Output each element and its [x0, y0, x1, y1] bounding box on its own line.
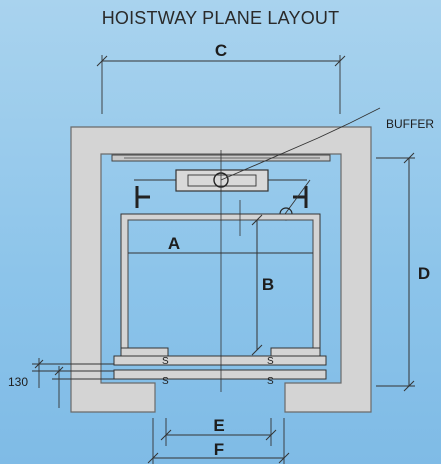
car-interior: [127, 219, 314, 357]
left-guide-rail: [135, 186, 150, 208]
diagram-title: HOISTWAY PLANE LAYOUT: [101, 8, 340, 28]
car-front-right-return: [270, 347, 321, 357]
hoistway-wall: [70, 126, 372, 413]
label-b: B: [262, 275, 274, 294]
car-wall: [120, 213, 321, 357]
svg-text:S: S: [162, 376, 169, 387]
label-a: A: [168, 234, 180, 253]
svg-text:S: S: [267, 376, 274, 387]
svg-text:S: S: [162, 356, 169, 367]
label-f: F: [214, 440, 224, 459]
label-d: D: [418, 264, 430, 283]
label-buffer: BUFFER: [386, 117, 434, 131]
label-e: E: [213, 416, 224, 435]
buffer-leader: [220, 137, 319, 181]
car-sill: [113, 355, 327, 366]
label-c: C: [215, 41, 227, 60]
landing-sill: [113, 369, 327, 380]
label-130: 130: [8, 375, 28, 389]
svg-text:S: S: [267, 356, 274, 367]
car-front-left-return: [120, 347, 169, 357]
right-guide-rail: [293, 186, 308, 208]
